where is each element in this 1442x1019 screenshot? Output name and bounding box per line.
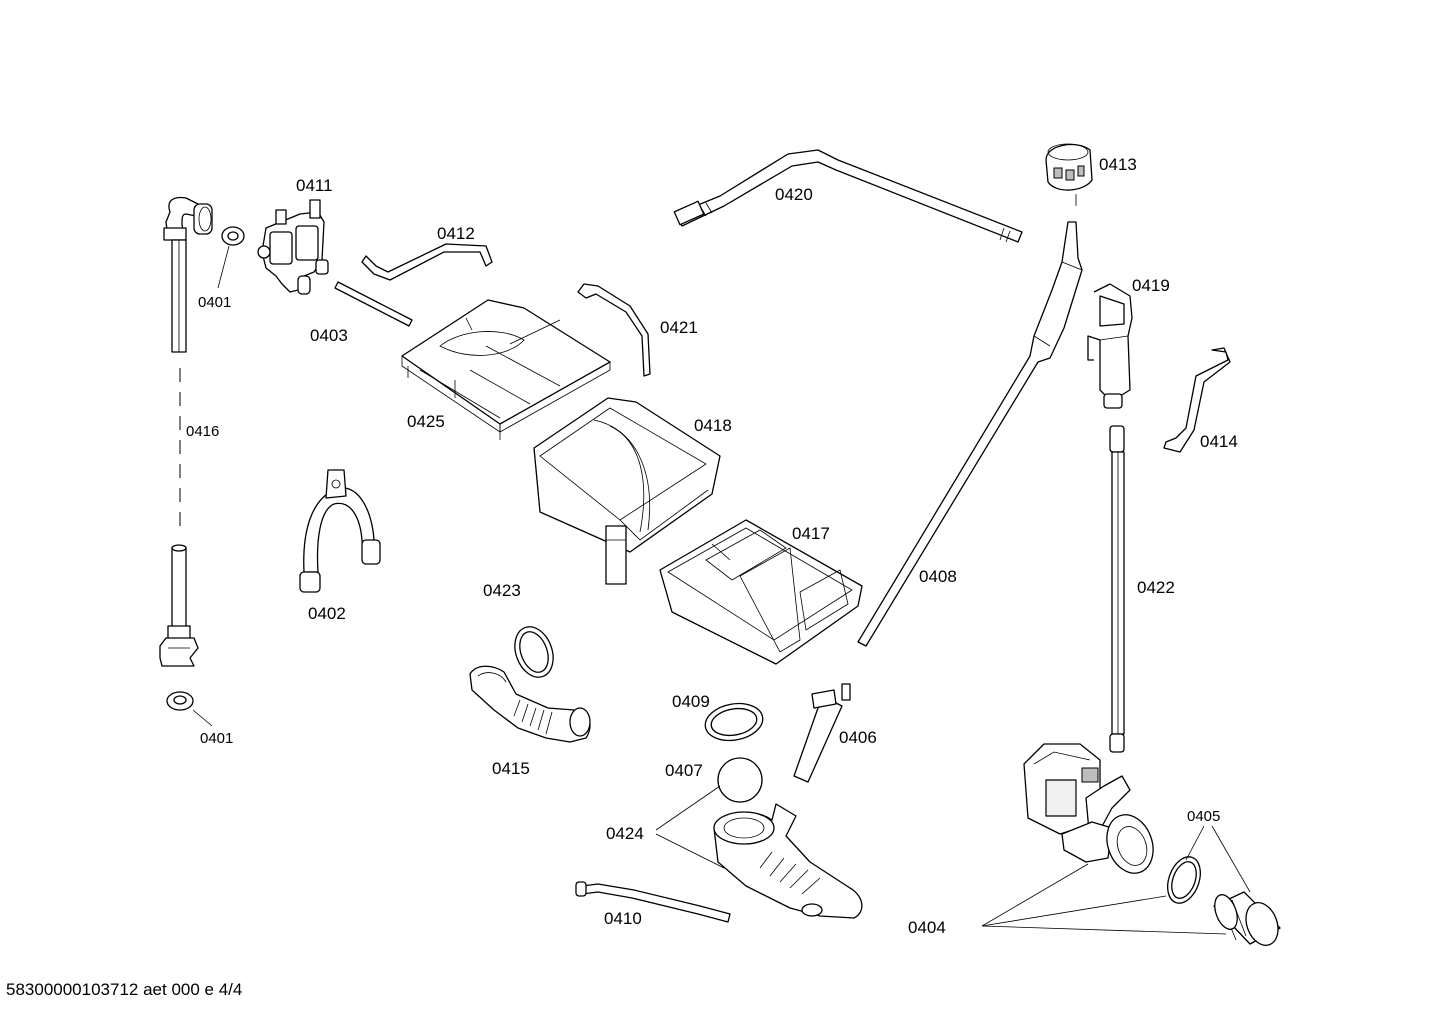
part-0421-hose bbox=[577, 283, 651, 377]
label-0420: 0420 bbox=[775, 185, 813, 204]
label-0401-bottom: 0401 bbox=[200, 730, 233, 747]
part-0422-hose bbox=[1109, 425, 1125, 753]
label-0417: 0417 bbox=[792, 524, 830, 543]
label-0410: 0410 bbox=[604, 909, 642, 928]
part-0425-dispenser-cover bbox=[401, 299, 611, 440]
label-0403: 0403 bbox=[310, 326, 348, 345]
leader-lines bbox=[655, 785, 1251, 935]
label-0412: 0412 bbox=[437, 224, 475, 243]
part-0414-pipe bbox=[1163, 347, 1231, 453]
label-0413: 0413 bbox=[1099, 155, 1137, 174]
label-0414: 0414 bbox=[1200, 432, 1238, 451]
part-0418-dispenser-housing bbox=[533, 397, 721, 585]
label-0422: 0422 bbox=[1137, 578, 1175, 597]
part-0403-hose bbox=[334, 281, 413, 327]
label-0418: 0418 bbox=[694, 416, 732, 435]
part-0411-inlet-valve bbox=[257, 199, 329, 295]
label-0424: 0424 bbox=[606, 824, 644, 843]
label-0421: 0421 bbox=[660, 318, 698, 337]
label-0411: 0411 bbox=[296, 176, 333, 195]
part-0413-pressure-switch bbox=[1045, 143, 1093, 206]
part-0416-inlet-hose bbox=[159, 196, 213, 667]
label-0419: 0419 bbox=[1132, 276, 1170, 295]
part-0401-washer-bottom bbox=[166, 691, 213, 727]
part-0415-bellows-hose bbox=[469, 665, 591, 743]
part-0407-ball bbox=[717, 757, 763, 803]
label-0416: 0416 bbox=[186, 423, 219, 440]
part-0402-siphon bbox=[299, 469, 381, 593]
label-0405: 0405 bbox=[1187, 808, 1220, 825]
label-0408: 0408 bbox=[919, 567, 957, 586]
label-0401-top: 0401 bbox=[198, 294, 231, 311]
label-0409: 0409 bbox=[672, 692, 710, 711]
label-0406: 0406 bbox=[839, 728, 877, 747]
part-0405-filter-seal bbox=[1167, 856, 1201, 904]
part-labels: 0411 0401 0403 0412 0420 0421 0425 0416 … bbox=[186, 155, 1238, 937]
drawing-number-footer: 58300000103712 aet 000 e 4/4 bbox=[6, 980, 243, 999]
label-0423: 0423 bbox=[483, 581, 521, 600]
part-0408-hose bbox=[857, 221, 1083, 647]
part-0401-washer-top bbox=[217, 226, 245, 289]
part-0423-seal-ring bbox=[514, 626, 554, 678]
part-0409-seal-ring bbox=[704, 702, 764, 742]
part-0419-air-trap bbox=[1087, 283, 1133, 409]
label-0402: 0402 bbox=[308, 604, 346, 623]
label-0425: 0425 bbox=[407, 412, 445, 431]
part-0406-sensor bbox=[793, 683, 851, 783]
part-0424-sump-hose bbox=[713, 803, 863, 919]
part-0405-filter bbox=[1213, 891, 1281, 946]
part-0410-hose bbox=[575, 881, 731, 923]
label-0407: 0407 bbox=[665, 761, 703, 780]
part-0417-dispenser-drawer bbox=[659, 519, 863, 665]
part-0412-hose bbox=[361, 243, 493, 281]
label-0404: 0404 bbox=[908, 918, 946, 937]
part-0404-drain-pump bbox=[981, 743, 1154, 927]
label-0415: 0415 bbox=[492, 759, 530, 778]
part-0420-hose bbox=[673, 149, 1023, 243]
